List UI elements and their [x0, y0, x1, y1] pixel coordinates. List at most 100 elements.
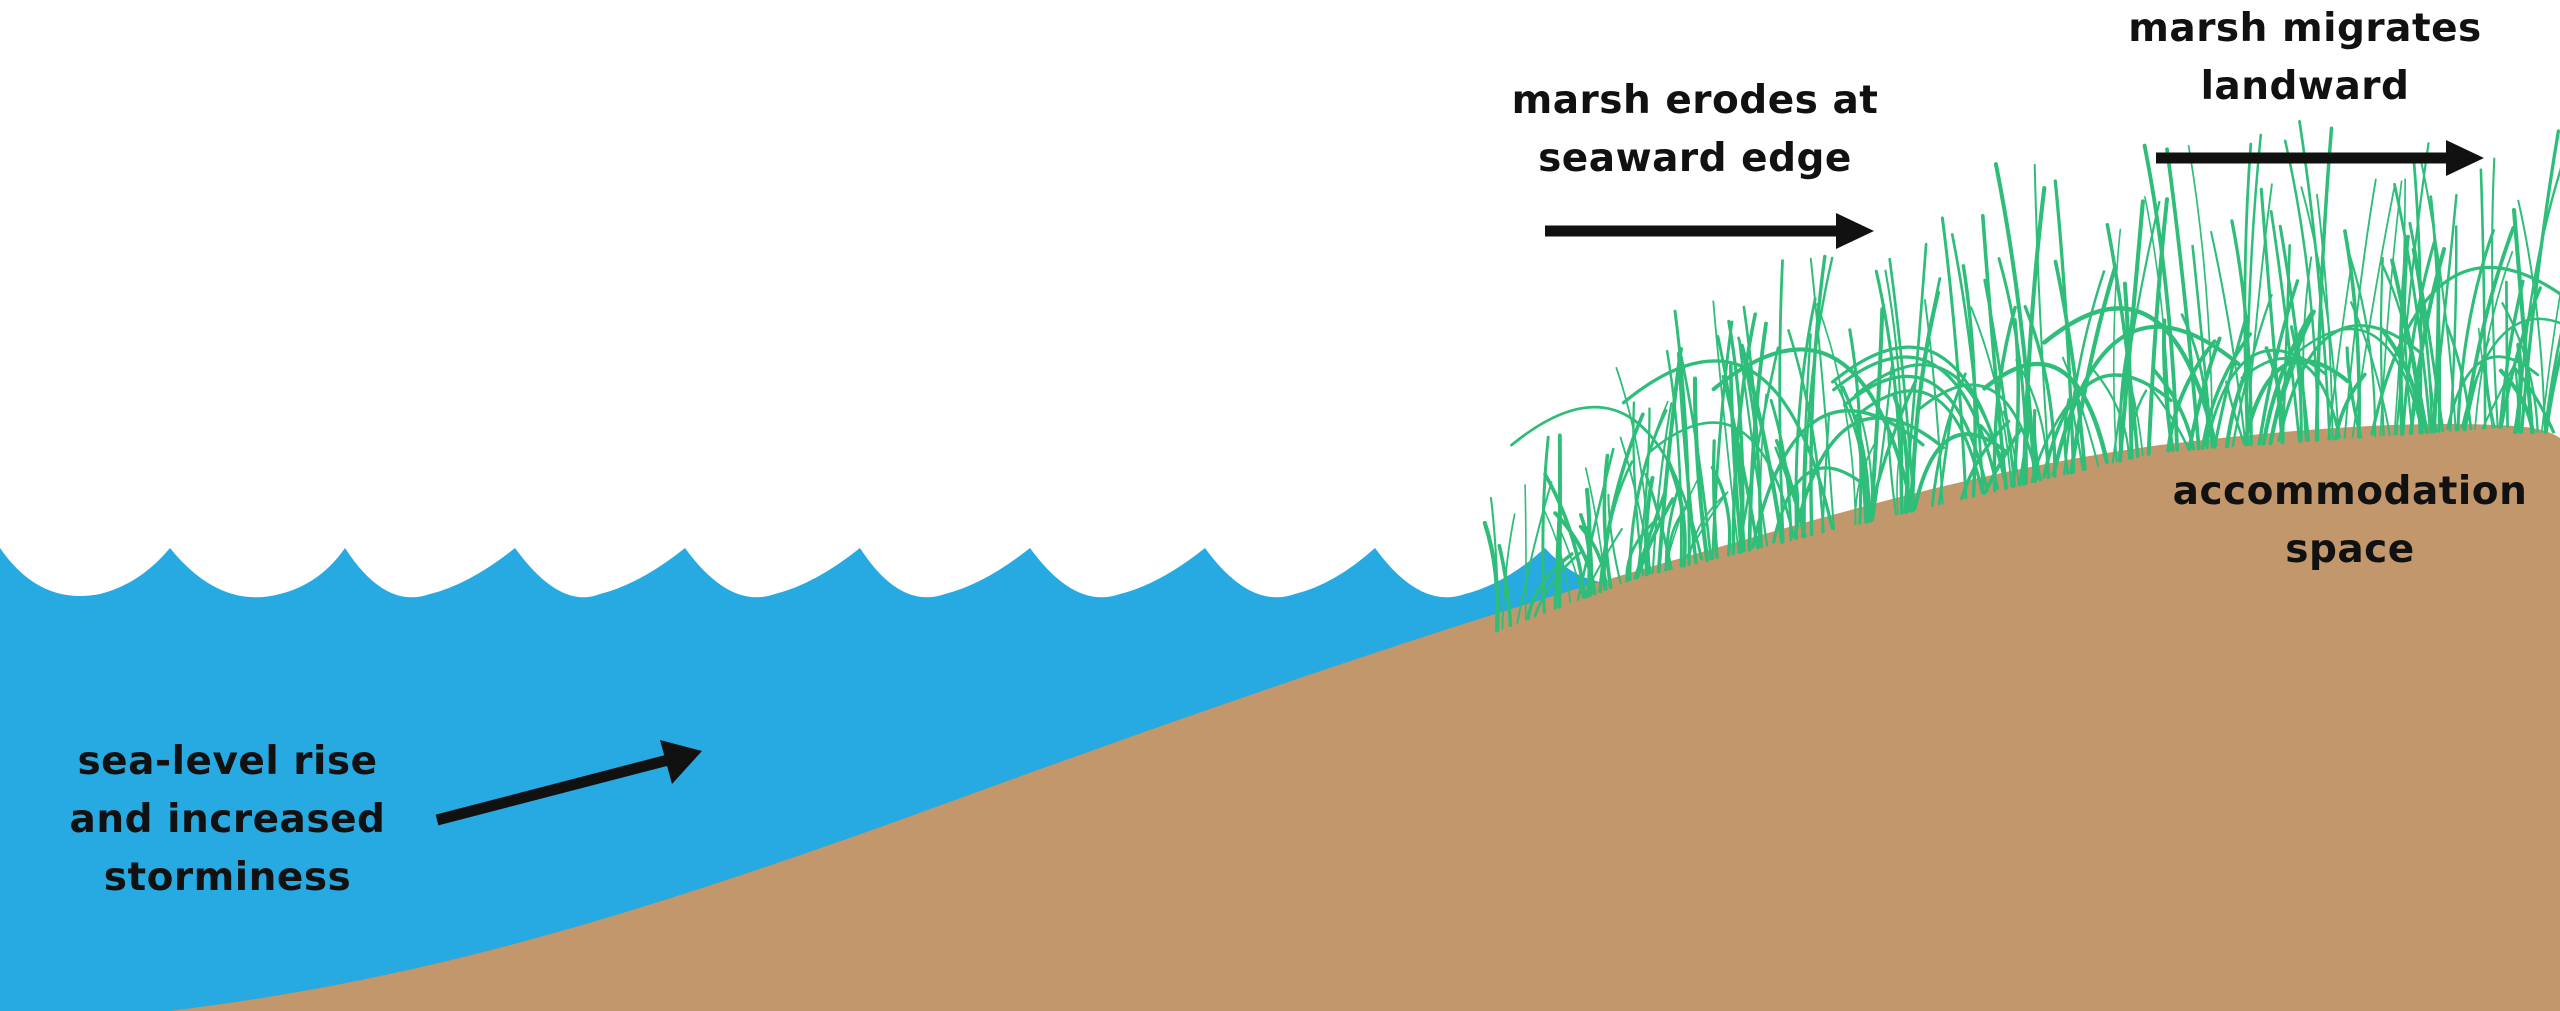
grass-leaf — [1510, 405, 1703, 561]
grass-blade — [2142, 143, 2179, 452]
grass-blade — [2393, 182, 2432, 434]
grass-blade — [2148, 385, 2190, 451]
grass-leaf — [2051, 324, 2241, 477]
grass-blade — [2053, 259, 2087, 471]
grass-leaf — [1711, 347, 1915, 511]
grass-blade — [1888, 257, 1916, 512]
grass-blade — [1633, 489, 1668, 580]
grass-blade — [2069, 266, 2117, 475]
grass-blade — [1692, 376, 1710, 562]
grass-blade — [2144, 196, 2171, 452]
grass-blade — [2053, 179, 2076, 474]
grass-blade — [2511, 208, 2535, 435]
marsh-grass — [1482, 119, 2560, 633]
grass-blade — [1809, 254, 1827, 537]
grass-leaf — [1842, 374, 1989, 493]
grass-blade — [2283, 139, 2320, 442]
grass-blade — [2479, 168, 2487, 430]
grass-blade — [2063, 270, 2106, 476]
grass-blade — [1526, 552, 1574, 621]
grass-blade — [2398, 234, 2410, 436]
grass-blade — [1542, 508, 1572, 604]
grass-blade — [2540, 290, 2560, 433]
grass-leaf — [1832, 355, 2000, 490]
grass-blade — [1635, 497, 1675, 579]
grass-leaf — [1792, 416, 1946, 539]
grass-leaf — [2240, 357, 2341, 438]
grass-blade — [2327, 266, 2352, 440]
grass-blade — [2449, 225, 2458, 432]
grass-leaf — [2446, 355, 2539, 431]
label-line: storminess — [103, 855, 352, 900]
grass-leaf — [1982, 361, 2109, 464]
grass-blade — [1721, 374, 1760, 550]
grass-blade — [2112, 228, 2122, 463]
grass-blade — [1615, 367, 1651, 575]
marsh-migrates-arrow-icon — [2156, 140, 2484, 176]
grass-blade — [1516, 481, 1553, 624]
grass-blade — [2032, 408, 2042, 482]
grass-leaf — [1918, 383, 2039, 480]
marsh-erodes-arrow-icon — [1545, 213, 1874, 249]
label-accommodation-space: accommodation space — [2150, 463, 2550, 579]
grass-blade — [1871, 366, 1893, 522]
grass-blade — [1711, 439, 1719, 560]
grass-blade — [2408, 247, 2447, 436]
grass-blade — [1950, 233, 1985, 495]
grass-leaf — [2242, 358, 2350, 446]
grass-blade — [2517, 199, 2546, 433]
label-line: sea-level rise — [77, 739, 378, 784]
label-line: seaward edge — [1538, 136, 1852, 181]
grass-blade — [1884, 269, 1904, 515]
grass-blade — [1735, 438, 1744, 554]
grass-blade — [1809, 257, 1835, 531]
label-line: and increased — [69, 797, 386, 842]
grass-blade — [2061, 356, 2100, 467]
grass-blade — [2245, 183, 2273, 446]
label-sea-level-rise: sea-level rise and increased storminess — [30, 733, 425, 907]
grass-blade — [1625, 517, 1659, 583]
grass-blade — [2350, 301, 2391, 436]
grass-blade — [1937, 416, 1953, 506]
label-marsh-erodes: marsh erodes at seaward edge — [1480, 72, 1910, 188]
grass-leaf — [2293, 327, 2424, 432]
grass-leaf — [2204, 348, 2327, 448]
grass-blade — [1524, 484, 1527, 621]
grass-blade — [1940, 216, 1968, 500]
grass-leaf — [1649, 421, 1795, 539]
grass-leaf — [1772, 466, 1868, 544]
grass-blade — [1489, 496, 1500, 631]
grass-blade — [2011, 317, 2020, 489]
grass-blade — [1602, 453, 1613, 589]
grass-blade — [1578, 524, 1608, 591]
label-line: marsh migrates — [2128, 6, 2482, 51]
label-marsh-migrates: marsh migrates landward — [2105, 0, 2505, 116]
grass-blade — [2498, 279, 2525, 429]
grass-blade — [2491, 157, 2499, 429]
label-line: marsh erodes at — [1511, 78, 1879, 123]
grass-leaf — [1751, 409, 1925, 549]
grass-blade — [2519, 129, 2560, 434]
grass-blade — [2300, 186, 2340, 440]
grass-blade — [2474, 250, 2514, 430]
grass-blade — [2278, 224, 2311, 443]
grass-blade — [2401, 241, 2436, 436]
grass-blade — [1993, 162, 2037, 484]
grass-blade — [1582, 527, 1623, 599]
grass-blade — [1541, 435, 1550, 614]
grass-blade — [1644, 472, 1673, 570]
grass-blade — [2033, 163, 2051, 479]
sediment-slope — [170, 424, 2560, 1011]
label-line: accommodation — [2172, 469, 2528, 514]
grass-blade — [2111, 200, 2161, 464]
grass-blade — [1679, 354, 1713, 561]
grass-blade — [1497, 543, 1513, 627]
grass-blade — [1533, 549, 1584, 618]
grass-blade — [2412, 157, 2423, 435]
grass-blade — [1891, 392, 1910, 515]
grass-blade — [1853, 414, 1869, 524]
grass-blade — [1687, 491, 1729, 566]
grass-blade — [1664, 478, 1699, 571]
grass-blade — [1501, 513, 1516, 630]
